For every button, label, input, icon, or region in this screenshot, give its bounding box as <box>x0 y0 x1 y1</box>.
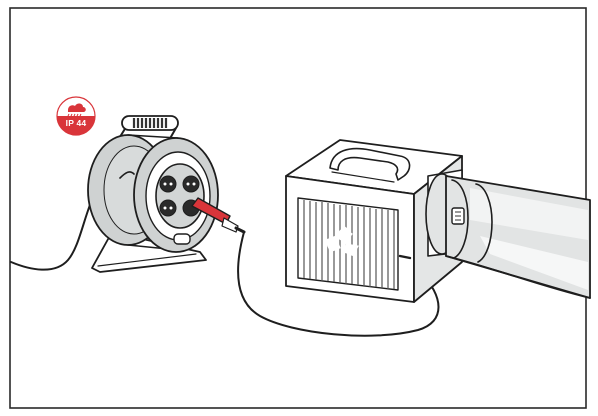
reel-handle <box>122 116 178 130</box>
socket-face <box>156 164 204 228</box>
ip-rating-label: IP 44 <box>56 118 96 128</box>
water-spray-icon <box>56 96 96 136</box>
ip-rating-badge: IP 44 <box>56 96 96 136</box>
